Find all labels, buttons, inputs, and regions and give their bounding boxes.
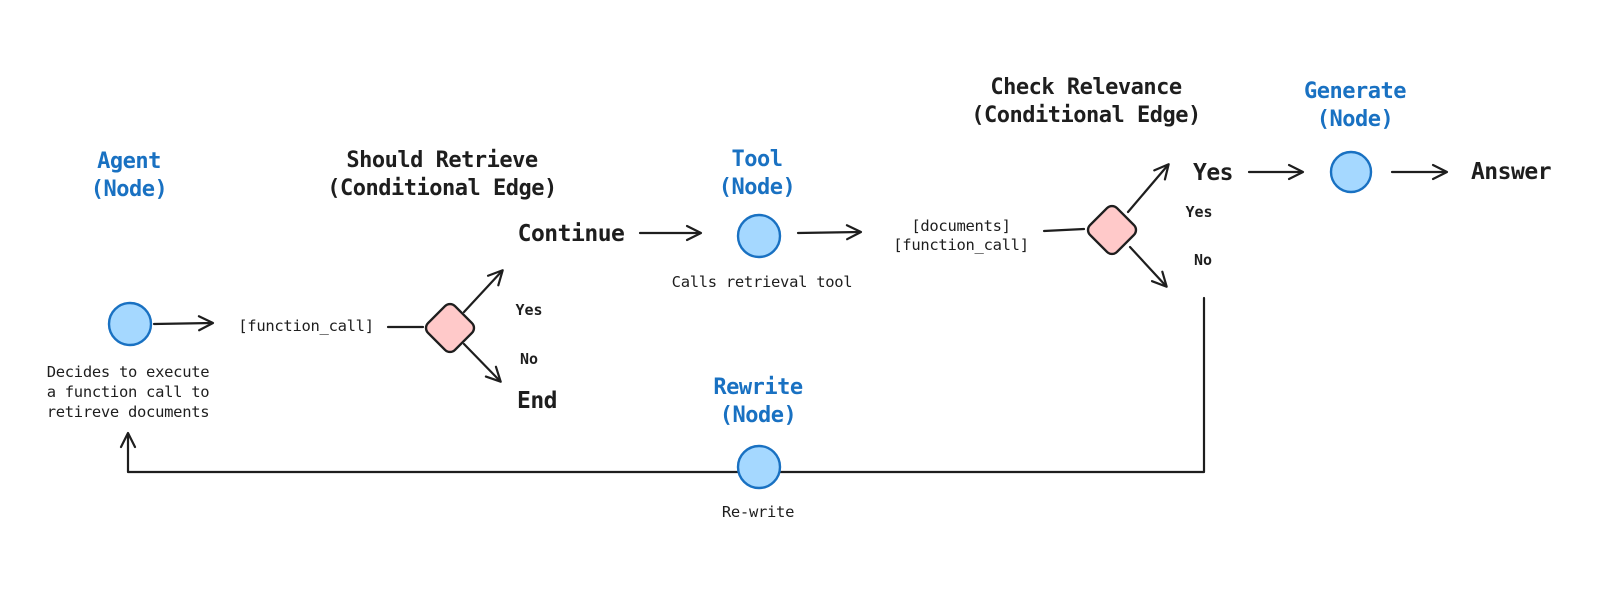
should-retrieve-title: Should Retrieve (Conditional Edge) (327, 148, 557, 201)
answer-label: Answer (1470, 159, 1552, 185)
tool-node-circle (736, 213, 782, 259)
edge-should-retrieve-no-arrow (462, 342, 502, 383)
agent-node-title: Agent (Node) (90, 149, 168, 202)
end-label: End (516, 388, 558, 414)
check-relevance-diamond (1086, 204, 1138, 256)
check-relevance-yes-label: Yes (1185, 203, 1213, 221)
check-relevance-yes-target-label: Yes (1192, 160, 1234, 186)
tool-caption: Calls retrieval tool (671, 273, 853, 291)
generate-node-circle (1329, 150, 1373, 194)
should-retrieve-yes-label: Yes (515, 301, 543, 319)
generate-node-title: Generate (Node) (1304, 79, 1406, 132)
rewrite-node-title: Rewrite (Node) (713, 375, 803, 428)
check-relevance-title: Check Relevance (Conditional Edge) (971, 75, 1201, 128)
agent-description: Decides to execute a function call to re… (46, 363, 210, 421)
continue-label: Continue (517, 221, 625, 247)
rewrite-caption: Re-write (721, 503, 795, 521)
edge-agent-to-function-call (152, 315, 215, 332)
edge-check-relevance-yes-arrow (1126, 163, 1170, 214)
documents-state-label: [documents] [function_call] (893, 217, 1029, 254)
should-retrieve-diamond (424, 302, 476, 354)
edge-rewrite-loop-to-agent (119, 296, 1206, 474)
edge-documents-to-check-relevance (1042, 227, 1086, 233)
edge-should-retrieve-yes-arrow (462, 269, 504, 314)
check-relevance-no-label: No (1193, 251, 1213, 269)
edge-tool-to-documents (796, 224, 863, 241)
tool-node-title: Tool (Node) (718, 147, 796, 200)
edge-check-relevance-no-arrow (1128, 245, 1168, 288)
rewrite-node-circle (736, 444, 782, 490)
function-call-state-label: [function_call] (238, 317, 374, 335)
should-retrieve-no-label: No (519, 350, 539, 368)
agent-node-circle (107, 301, 153, 347)
